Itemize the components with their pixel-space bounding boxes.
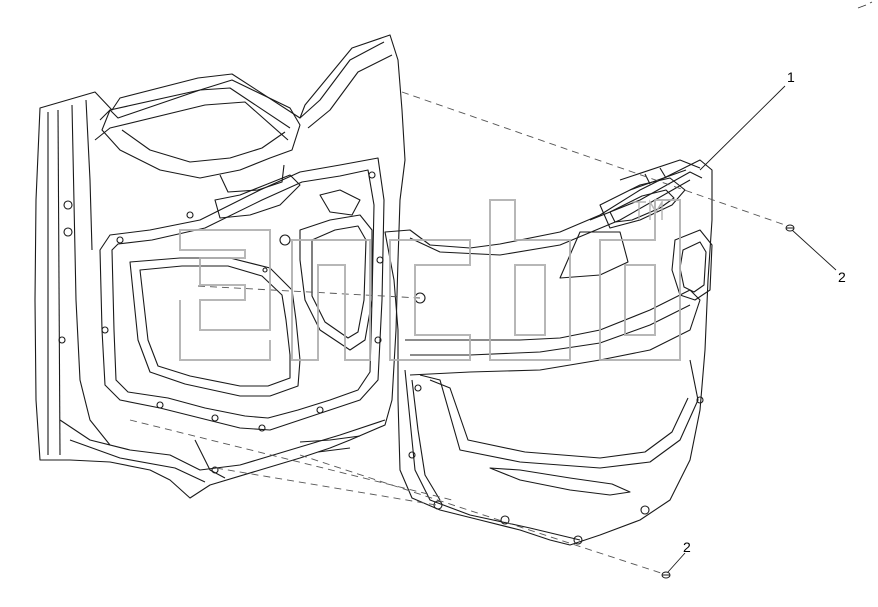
door-trim-panel <box>384 159 713 546</box>
corner-mark <box>857 1 873 9</box>
fastener-lower <box>661 571 671 579</box>
door-inner-frame <box>34 34 406 499</box>
callout-label-2-lower: 2 <box>683 539 691 555</box>
callout-label-1: 1 <box>787 69 795 85</box>
leader-lines <box>667 85 837 573</box>
alignment-lines <box>129 91 789 575</box>
fastener-upper <box>785 224 795 232</box>
watermark-logo <box>179 199 681 361</box>
callout-label-2-upper: 2 <box>838 269 846 285</box>
